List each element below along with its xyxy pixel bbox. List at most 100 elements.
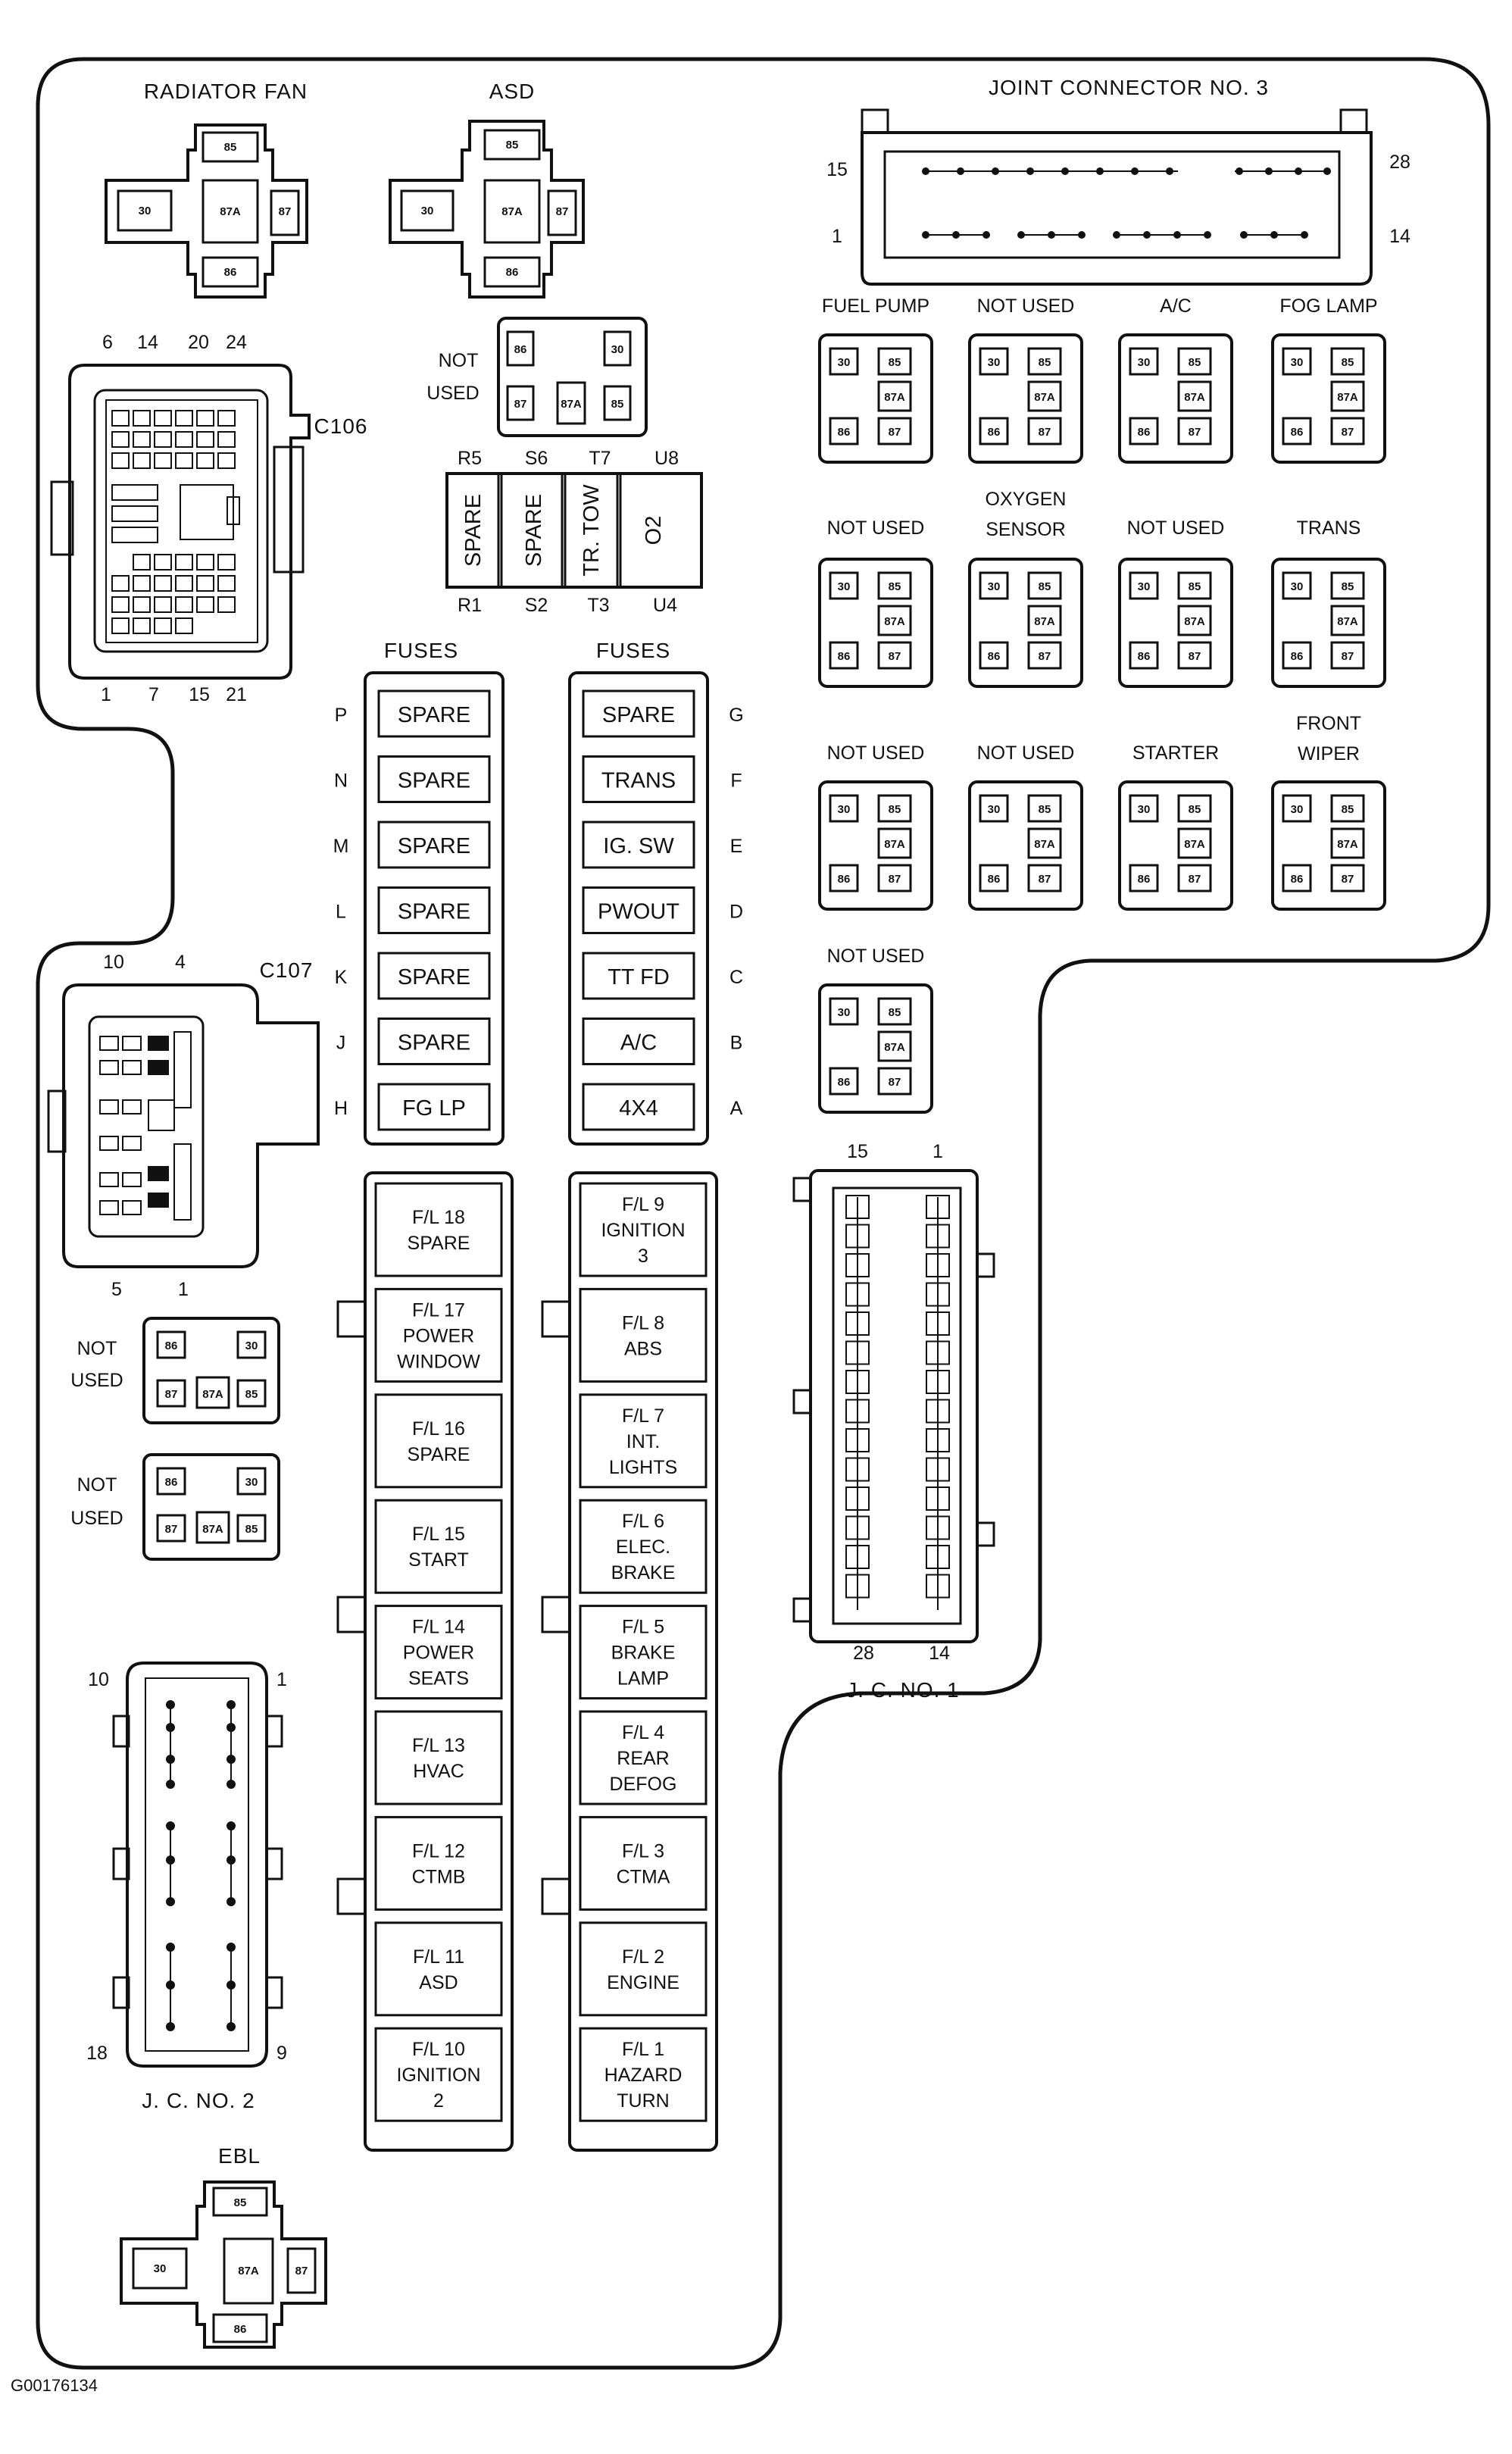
fusible-link-body xyxy=(579,1182,708,1277)
jc2-connector[interactable]: 10 1 18 9 J. C. NO. 2 xyxy=(86,1662,287,2112)
not-used-top-line2: USED xyxy=(426,383,479,404)
jc3-pin-28: 28 xyxy=(1389,152,1410,173)
relay-2-pin-box xyxy=(1027,417,1062,445)
relay-7-label-1: NOT USED xyxy=(1127,517,1225,539)
fusible-links-right-9[interactable]: F/L 1 HAZARD TURN xyxy=(579,2027,708,2122)
relay-9-pin-box xyxy=(877,794,912,823)
ebl-label: EBL xyxy=(218,2144,261,2168)
fusible-link-text: HAZARD xyxy=(604,2065,683,2086)
relay-13-pin-box xyxy=(877,1030,912,1062)
relay-10-pin-box xyxy=(1027,827,1062,859)
relay-9-pin-box xyxy=(829,794,859,823)
fusible-link-text: TURN xyxy=(617,2090,669,2112)
not-used-relay-left-1[interactable]: NOT USED 86 30 87 87A 85 xyxy=(70,1317,280,1424)
not-used-left2-pin-30: 30 xyxy=(245,1476,258,1489)
relay-4-pin-label: 87 xyxy=(1342,426,1354,439)
asd-pin-86: 86 xyxy=(506,266,519,279)
fusible-link-text: F/L 18 xyxy=(412,1207,465,1228)
mini-relay-strip[interactable]: R5 S6 T7 U8 SPARE SPARE TR. TOW O2 R1 S2… xyxy=(445,448,703,616)
fuse-slot-label: 4X4 xyxy=(619,1096,658,1121)
fusible-link-text: F/L 1 xyxy=(622,2039,664,2060)
c106-connector[interactable]: C106 6 14 20 24 1 7 15 21 xyxy=(50,332,367,705)
relay-11-pin-box xyxy=(1129,864,1159,893)
relay-13-pin-label: 86 xyxy=(838,1076,851,1089)
relay-5-pin-label: 87 xyxy=(889,650,901,663)
relay-2-pin-label: 86 xyxy=(988,426,1001,439)
not-used-relay-top[interactable]: NOT USED 86 30 87 87A 85 xyxy=(426,317,648,437)
fuse-slot-label: FG LP xyxy=(402,1096,466,1121)
not-used-relay-left-2[interactable]: NOT USED 86 30 87 87A 85 xyxy=(70,1453,280,1561)
relay-3-pin-box xyxy=(1177,347,1212,376)
jc3-label: JOINT CONNECTOR NO. 3 xyxy=(989,76,1269,99)
c106-cavities xyxy=(111,410,240,634)
not-used-left1-pin-86: 86 xyxy=(165,1340,178,1352)
asd-label: ASD xyxy=(489,80,536,103)
fusible-link-body xyxy=(579,1287,708,1383)
relay-8-pin-label: 87 xyxy=(1342,650,1354,663)
relay-3-pin-label: 87 xyxy=(1189,426,1201,439)
jc3-pin-1: 1 xyxy=(832,226,842,247)
jc3-pin-row-top xyxy=(922,167,1331,175)
relay-3-pin-label: 30 xyxy=(1138,356,1151,369)
fuses-left-slot-h[interactable]: FG LPH xyxy=(334,1083,491,1131)
fuse-slot-label: TRANS xyxy=(601,769,676,793)
joint-connector-3[interactable]: JOINT CONNECTOR NO. 3 15 1 28 14 xyxy=(826,76,1410,286)
relay-3-pin-box xyxy=(1177,380,1212,412)
ebl-relay[interactable]: EBL 85 30 87A 87 86 xyxy=(120,2144,327,2349)
relay-3-pin-label: 85 xyxy=(1189,356,1201,369)
fusible-link-body xyxy=(579,1710,708,1805)
c107-connector[interactable]: C107 10 4 5 1 xyxy=(47,952,320,1300)
jc1-connector[interactable]: 15 1 28 14 J. C. NO. 1 xyxy=(792,1141,995,1702)
fuse-slot-body xyxy=(582,1018,695,1065)
fuse-slot-body xyxy=(582,952,695,1000)
relay-9-pin-box xyxy=(877,827,912,859)
radiator-fan-relay[interactable]: RADIATOR FAN 85 30 87A 87 86 xyxy=(105,80,308,299)
asd-relay[interactable]: ASD 85 30 87A 87 86 xyxy=(389,80,585,299)
relay-8-pin-box xyxy=(1330,571,1365,600)
relay-7-pin-label: 86 xyxy=(1138,650,1151,663)
